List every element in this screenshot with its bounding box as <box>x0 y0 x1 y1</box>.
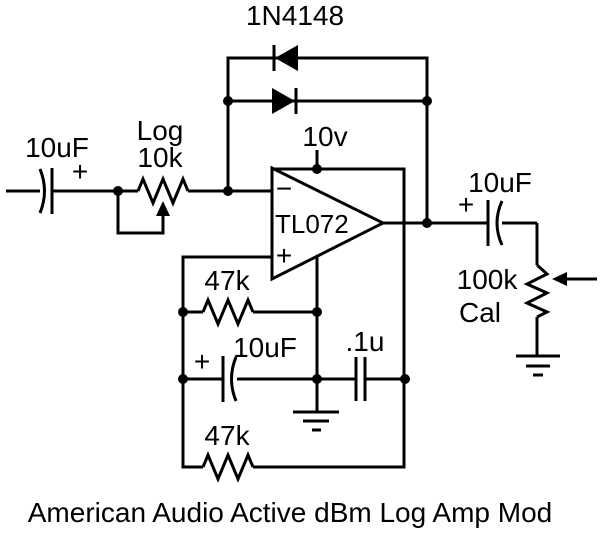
junction-dot-diodes-right <box>422 96 432 106</box>
output-cap-curved-plate <box>495 200 504 246</box>
cal-pot-resistor-body <box>523 263 551 319</box>
junction-dot-bias-cap-right <box>312 374 322 384</box>
bias-res-lower-label: 47k <box>204 420 250 451</box>
input-cap-polarity-mark: + <box>72 156 88 187</box>
junction-dot-diodes-left <box>223 96 233 106</box>
bias-left-riser-to-noninverting <box>181 255 272 469</box>
solid-layer <box>113 45 567 384</box>
output-cap-polarity-mark: + <box>458 189 474 220</box>
bias-cap-value-label: 10uF <box>233 332 297 363</box>
wire-layer <box>6 45 597 483</box>
output-cap-value-label: 10uF <box>468 167 532 198</box>
supply-voltage-label: 10v <box>302 121 347 152</box>
junction-dot-decoupling-right <box>400 374 410 384</box>
opamp-inverting-mark: − <box>276 173 292 204</box>
supply-rail-and-riser <box>253 167 406 469</box>
junction-dot-supply-rail <box>312 164 322 174</box>
diode-bottom-triangle <box>272 88 295 114</box>
wire-cap-to-cal-pot <box>502 221 539 265</box>
bias-res-lower-body <box>201 451 255 483</box>
label-layer: 1N4148 10uF + Log 10k 10v TL072 − + 47k … <box>25 0 552 528</box>
cal-pot-name-label: Cal <box>459 297 501 328</box>
junction-dot-bias-upper-right <box>312 307 322 317</box>
bias-res-upper-label: 47k <box>204 265 250 296</box>
cal-pot-value-label: 100k <box>457 264 519 295</box>
log-pot-wiper-loop <box>116 191 165 235</box>
junction-dot-output-node <box>422 218 432 228</box>
bias-res-upper-body <box>201 296 255 328</box>
opamp-triangle <box>270 165 387 282</box>
bias-cap-curved-plate <box>230 356 238 402</box>
diode-part-label: 1N4148 <box>246 0 344 31</box>
log-pot-resistor-body <box>136 175 190 207</box>
junction-dot-bias-cap-left <box>178 374 188 384</box>
junction-dot-bias-upper-left <box>178 307 188 317</box>
decoupling-cap-value-label: .1u <box>346 326 385 357</box>
pot-taper-label: Log <box>137 115 184 146</box>
diode-top-triangle <box>275 45 298 71</box>
opamp-part-label: TL072 <box>275 209 349 239</box>
input-cap-curved-plate <box>38 168 46 214</box>
log-pot-wiper-arrowhead <box>156 201 170 216</box>
junction-dot-input-pot <box>113 186 123 196</box>
junction-dot-inverting-node <box>223 186 233 196</box>
opamp-noninverting-mark: + <box>276 240 292 271</box>
input-cap-value-label: 10uF <box>25 132 89 163</box>
bias-cap-polarity-mark: + <box>194 346 210 377</box>
schematic-title: American Audio Active dBm Log Amp Mod <box>28 497 553 528</box>
cal-pot-wiper-arrowhead <box>552 272 567 286</box>
pot-value-label: 10k <box>137 142 183 173</box>
diode-feedback-outer-loop <box>226 56 429 223</box>
